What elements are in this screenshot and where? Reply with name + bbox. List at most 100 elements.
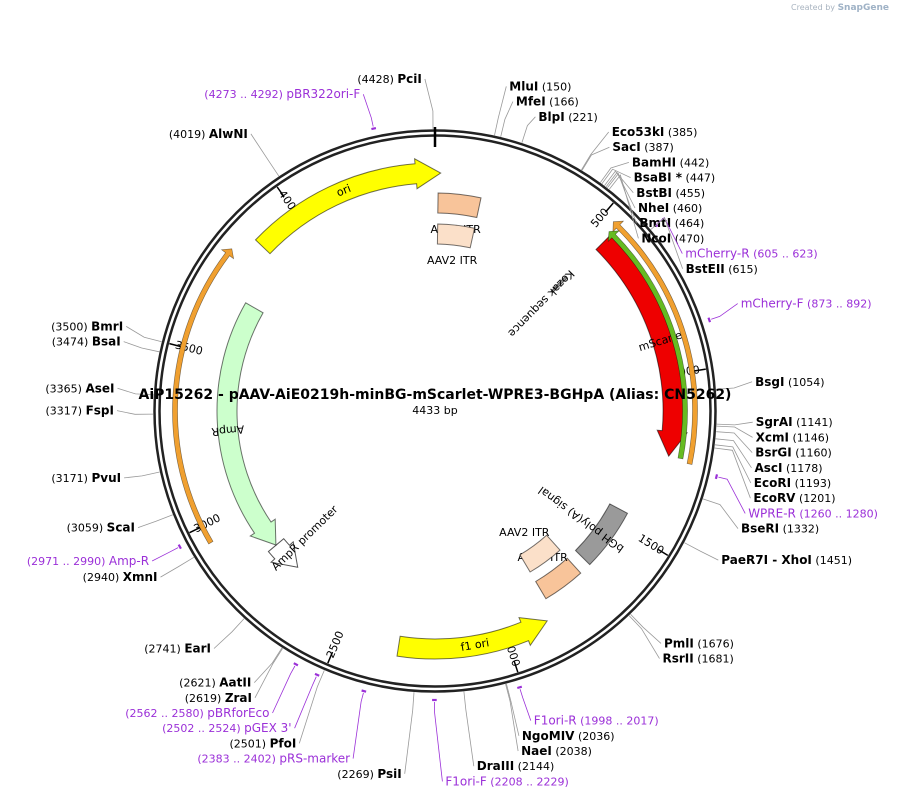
enzyme-name: RsrII [663,652,694,666]
primer-range: (1998 .. 2017) [580,715,659,728]
primer-f1ori-r [516,685,523,690]
enzyme-name: BmrI [91,319,123,333]
enzyme-label-eari: (2741) EarI [144,642,211,656]
enzyme-bsai: (3474) BsaI [52,335,160,353]
enzyme-label-bsgi: BsgI (1054) [755,375,824,389]
enzyme-asei: (3365) AseI [45,381,154,395]
primer-leader-pgex-3 [294,676,317,729]
enzyme-position: (2036) [578,730,615,743]
enzyme-name: Eco53kI [612,125,665,139]
enzyme-label-rsrii: RsrII (1681) [663,652,734,666]
feature-aav2-itr-1 [436,223,476,249]
enzyme-name: BsaI [92,335,121,349]
enzyme-label-pvui: (3171) PvuI [51,471,121,485]
enzyme-leader-rsrii [628,615,660,659]
feature-f1-ori-7 [396,617,549,660]
primer-mark-prs-marker [361,689,367,693]
enzyme-position: (1332) [783,523,820,536]
enzyme-position: (1681) [697,653,734,666]
enzyme-label-bmti: BmtI (464) [639,216,704,230]
enzyme-name: NgoMIV [522,729,575,743]
enzyme-ngomiv: NgoMIV (2036) [506,683,615,743]
primer-range: (2971 .. 2990) [27,555,106,568]
enzyme-label-bsrgi: BsrGI (1160) [755,446,832,460]
enzyme-leader-bamhi [599,162,630,183]
enzyme-label-blpi: BlpI (221) [538,110,597,124]
primer-prs-marker [361,689,367,693]
enzyme-leader-bsteii [650,217,683,269]
primer-name: mCherry-R [685,247,749,261]
primer-name: pGEX 3' [244,721,291,735]
primer-wpre-r [714,474,719,480]
enzyme-leader-alwni [250,133,280,177]
enzyme-position: (3474) [52,336,89,349]
enzyme-alwni: (4019) AlwNI [169,127,280,177]
enzyme-position: (3365) [45,382,82,395]
primer-name: mCherry-F [741,297,804,311]
primer-label-group-mcherry-f: mCherry-F (873 .. 892) [711,297,872,320]
enzyme-name: EcoRI [754,476,791,490]
enzyme-leader-aatii [254,647,283,683]
enzyme-ecori: EcoRI (1193) [714,444,831,490]
feature-label-ori-10: ori [335,182,353,199]
primer-leader-f1ori-r [519,689,532,721]
feature-aav2-itr-5 [535,557,582,600]
primer-leader-amp-r [151,547,179,562]
enzyme-name: PsiI [377,767,401,781]
enzyme-leader-naei [505,683,519,752]
enzyme-bmti: BmtI (464) [607,172,704,230]
enzyme-zrai: (2619) ZraI [185,648,284,705]
plasmid-name: AiP15262 - pAAV-AiE0219h-minBG-mScarlet-… [139,387,732,403]
primer-label-group-prs-marker: (2383 .. 2402) pRS-marker [197,692,364,766]
enzyme-label-ngomiv: NgoMIV (2036) [522,729,615,743]
enzyme-leader-bstbi [604,170,634,194]
enzyme-blpi: BlpI (221) [521,110,598,143]
enzyme-label-bstbi: BstBI (455) [636,186,705,200]
tick-mark-1000 [693,368,706,372]
enzyme-pvui: (3171) PvuI [51,471,160,485]
enzyme-ncoi: NcoI (470) [608,174,704,245]
primer-name: pRS-marker [279,752,350,766]
feature-kozak-sequence-2 [550,275,568,294]
primer-label-pbr322ori-f: (4273 .. 4292) pBR322ori-F [204,87,360,101]
enzyme-leader-bmri [125,326,162,343]
enzyme-position: (150) [542,80,572,93]
enzyme-name: ScaI [107,521,135,535]
enzyme-position: (2144) [518,760,555,773]
enzyme-position: (1193) [795,477,832,490]
enzyme-label-aatii: (2621) AatII [179,676,251,690]
enzyme-label-pmli: PmlI (1676) [664,636,734,650]
enzyme-label-scai: (3059) ScaI [67,521,135,535]
primer-leader-wpre-r [718,476,746,514]
enzyme-position: (4019) [169,128,206,141]
enzyme-leader-asci [715,438,752,469]
enzyme-name: EarI [184,642,211,656]
enzyme-label-ecori: EcoRI (1193) [754,476,831,490]
enzyme-position: (1141) [796,416,833,429]
orf-arrow-0 [612,220,698,465]
enzyme-leader-psii [404,692,415,774]
enzyme-position: (2940) [83,571,120,584]
enzyme-leader-bmti [607,172,637,224]
enzyme-position: (3171) [51,472,88,485]
enzyme-leader-pmli [630,613,662,644]
enzyme-label-zrai: (2619) ZraI [185,691,252,705]
enzyme-leader-blpi [521,116,536,143]
enzyme-name: PciI [397,72,422,86]
enzyme-psii: (2269) PsiI [337,692,415,781]
enzyme-name: SacI [612,140,640,154]
watermark-brand: SnapGene [837,3,889,13]
primer-range: (2502 .. 2524) [162,722,241,735]
primer-label-amp-r: (2971 .. 2990) Amp-R [27,554,149,568]
enzyme-name: DraIII [477,759,514,773]
enzyme-name: BsgI [755,375,784,389]
primer-name: Amp-R [109,554,149,568]
enzyme-position: (2501) [229,737,266,750]
primer-label-mcherry-f: mCherry-F (873 .. 892) [741,297,872,311]
enzyme-label-eco53ki: Eco53kI (385) [612,125,698,139]
enzyme-leader-bsgi [716,381,753,390]
enzyme-label-bmri: (3500) BmrI [51,319,123,333]
feature-ori-10 [254,157,442,255]
enzyme-name: BseRI [741,522,779,536]
enzyme-name: AlwNI [209,127,248,141]
